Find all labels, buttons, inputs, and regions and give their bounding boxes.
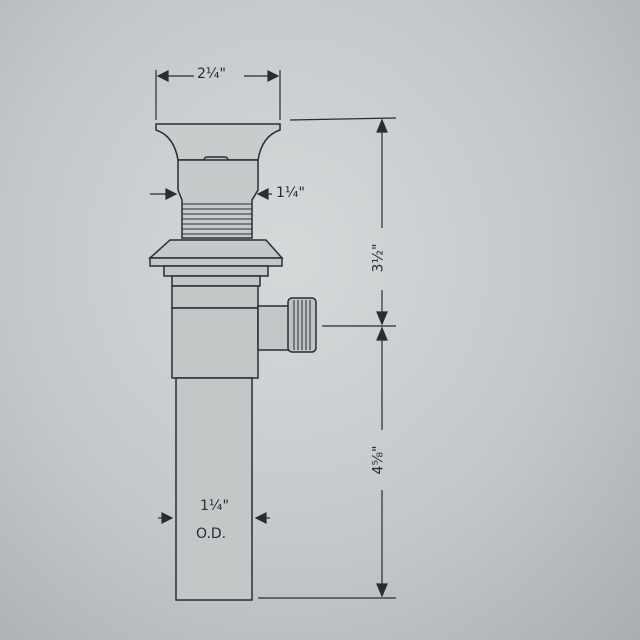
drain-body xyxy=(171,285,259,601)
lower-height-label: 4⅝" xyxy=(370,445,387,475)
tail-diameter-label: 1¼" xyxy=(200,498,229,514)
dimension-lines xyxy=(150,70,397,599)
threaded-body xyxy=(177,159,259,239)
tail-diameter-note: O.D. xyxy=(196,526,227,542)
top-width-label: 2¼" xyxy=(197,66,226,82)
sink-flange xyxy=(148,239,284,287)
neck-diameter-label: 1¼" xyxy=(276,185,305,201)
upper-height-label: 3½" xyxy=(370,243,387,273)
pivot-rod-nut xyxy=(257,297,317,353)
